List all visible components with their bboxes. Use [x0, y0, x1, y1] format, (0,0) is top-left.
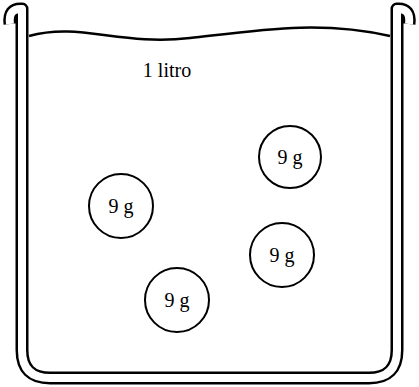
volume-label-holder: 1 litro	[143, 59, 191, 81]
weight-circle: 9 g	[143, 266, 211, 334]
weight-circle: 9 g	[248, 221, 316, 289]
weight-circle: 9 g	[257, 124, 323, 190]
water-surface	[29, 27, 390, 39]
circle-shape	[259, 126, 321, 188]
circle-shape	[89, 174, 153, 238]
mass-label: 9 g	[270, 244, 295, 266]
volume-label: 1 litro	[143, 59, 191, 81]
beaker-wall-inner	[10, 9, 410, 378]
mass-label: 9 g	[109, 195, 134, 217]
weight-circle: 9 g	[87, 172, 155, 240]
mass-label: 9 g	[278, 146, 303, 168]
circle-shape	[145, 268, 209, 332]
circle-shape	[250, 223, 314, 287]
beaker-wall	[10, 9, 410, 378]
mass-label: 9 g	[165, 289, 190, 311]
